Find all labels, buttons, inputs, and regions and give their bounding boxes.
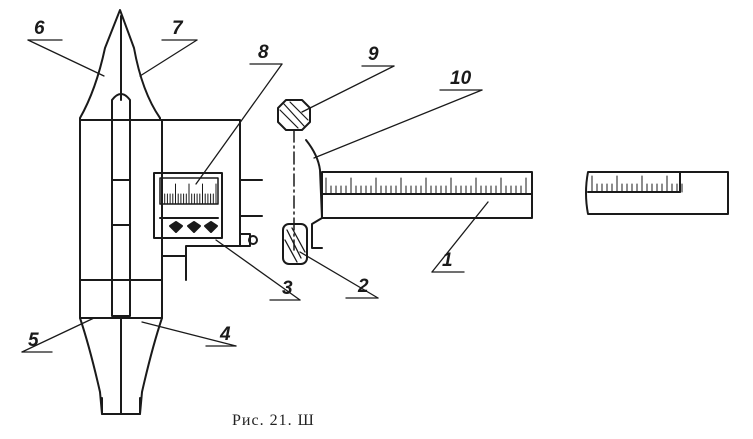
part-labels: 6 7 8 9 10 1 2 3 4 5: [28, 18, 472, 351]
beam-scale: [321, 171, 729, 219]
caliper-frame: [79, 9, 163, 415]
vernier-window: [153, 172, 223, 239]
central-rod: [111, 15, 131, 415]
label-1: 1: [442, 250, 453, 271]
label-3: 3: [282, 278, 293, 299]
label-4: 4: [219, 324, 231, 345]
clamp-block: [277, 99, 323, 265]
beam-scale-ticks: [325, 175, 683, 195]
label-6: 6: [34, 18, 45, 39]
label-10: 10: [450, 68, 472, 89]
label-9: 9: [368, 44, 379, 65]
vernier-scale-ticks: [161, 183, 217, 205]
leader-lines: [21, 39, 489, 353]
label-8: 8: [258, 42, 269, 63]
figure-caption: Рис. 21. Ш: [232, 412, 315, 429]
label-2: 2: [357, 276, 369, 297]
frame-body: [161, 119, 263, 281]
label-5: 5: [28, 330, 39, 351]
label-7: 7: [172, 18, 184, 39]
